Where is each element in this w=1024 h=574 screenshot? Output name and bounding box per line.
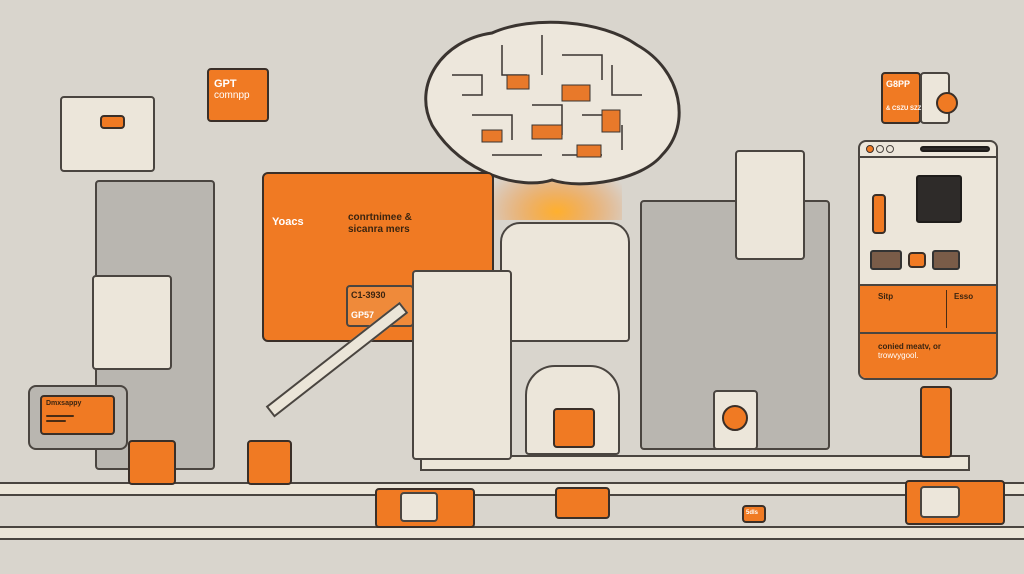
main-panel-heading: Yoacs [272,216,304,228]
address-bar[interactable] [920,146,990,152]
bottom-badge: 5dls [742,505,766,523]
left-screen-title: Dmxsappy [46,400,82,407]
console-footer-line1: conied meatv, or [878,342,941,351]
pump-unit [128,440,176,485]
stone-tile [870,250,902,270]
console-col1: Sitp [878,292,894,301]
console-info-band: Sitp Esso [860,284,996,332]
model-tag-label: C1-3930 [351,290,386,300]
brain-illustration [424,20,681,220]
stone-tile [932,250,960,270]
left-screen: Dmxsappy [40,395,115,435]
console-col2: Esso [954,292,974,301]
console-module [872,194,886,234]
window-dot[interactable] [866,145,874,153]
window-dot[interactable] [876,145,884,153]
gpt-panel-title: GPT [214,78,237,90]
main-panel-line1: conrtnimee & [348,212,412,223]
model-tag-sublabel: GP57 [351,310,375,320]
console-screen [916,175,962,223]
text-line [46,415,74,417]
console-footer-line2: trowvygool. [878,351,919,360]
round-knob [936,92,958,114]
gpt-panel: GPT comnpp [207,68,269,122]
right-cabinet [920,386,952,458]
g8pp-panel: G8PP [881,72,921,124]
left-cabinet [60,96,155,172]
right-console: Sitp Esso conied meatv, or trowvygool. [858,140,998,380]
window-dot[interactable] [886,145,894,153]
bottom-badge-label: 5dls [746,510,759,516]
tower-right [735,150,805,260]
floor-rail [0,482,1024,496]
g8pp-panel-title: G8PP [886,79,911,89]
window-titlebar [860,142,996,158]
floor-rail-lower [0,526,1024,540]
text-line [46,420,66,422]
main-panel-body: conrtnimee & sicanra mers [348,212,412,236]
pump-unit [247,440,292,485]
dome-display [553,408,595,448]
gpt-panel-subtitle: comnpp [214,90,250,101]
bottom-monitor-screen [400,492,438,522]
cabinet-switch [100,115,125,129]
conveyor-upper [420,455,970,471]
bottom-panel [555,487,610,519]
tower-left [412,270,512,460]
bottom-right-screen [920,486,960,518]
central-tank [500,222,630,342]
gauge-dial [722,405,748,431]
console-footer: conied meatv, or trowvygool. [860,332,996,378]
main-panel-line2: sicanra mers [348,224,410,235]
divider [946,290,947,328]
console-tile [908,252,926,268]
g8pp-panel-subtitle: & CSZU SZZ [886,106,922,112]
document-sheet [92,275,172,370]
